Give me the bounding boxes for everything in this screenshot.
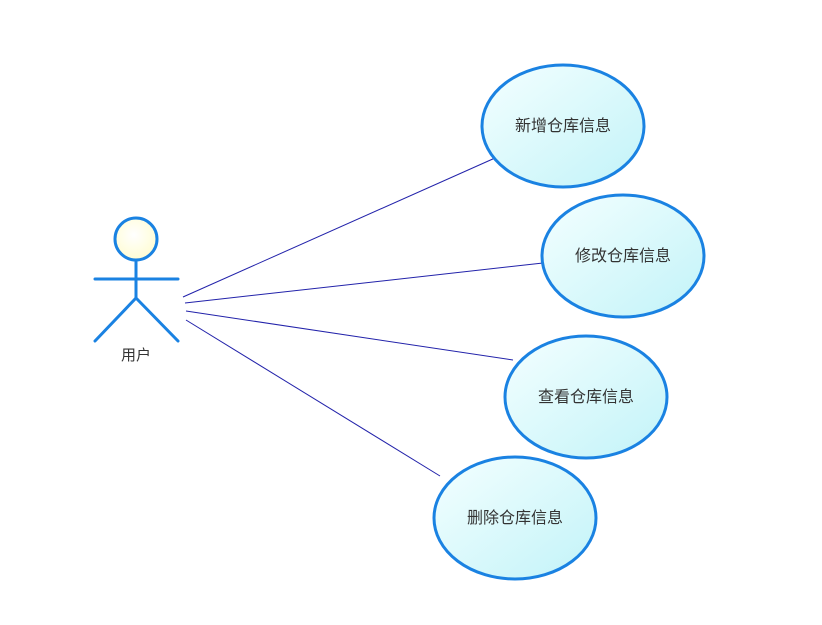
- use-case-ellipse: [540, 193, 706, 319]
- use-case-label: 删除仓库信息: [467, 508, 563, 527]
- use-case-label: 修改仓库信息: [575, 246, 671, 265]
- stick-figure-actor-icon: [93, 216, 180, 343]
- use-case-label: 新增仓库信息: [515, 116, 611, 135]
- actor-head: [113, 216, 159, 262]
- use-case-label: 查看仓库信息: [538, 387, 634, 406]
- association-lines: [182, 157, 544, 477]
- use-case-add[interactable]: 新增仓库信息: [480, 63, 646, 189]
- actor-label: 用户: [121, 346, 151, 364]
- association-line-edit[interactable]: [184, 262, 544, 304]
- use-case-ellipse: [432, 455, 598, 581]
- association-line-delete[interactable]: [185, 319, 441, 477]
- use-case-ellipse: [503, 334, 669, 460]
- use-case-delete[interactable]: 删除仓库信息: [432, 455, 598, 581]
- use-case-view[interactable]: 查看仓库信息: [503, 334, 669, 460]
- actor-user[interactable]: 用户: [93, 216, 180, 364]
- association-line-view[interactable]: [185, 310, 514, 361]
- actor-right-leg: [134, 296, 180, 343]
- use-case-edit[interactable]: 修改仓库信息: [540, 193, 706, 319]
- actor-left-leg: [93, 296, 138, 343]
- use-case-ellipse: [480, 63, 646, 189]
- association-line-add[interactable]: [182, 157, 496, 298]
